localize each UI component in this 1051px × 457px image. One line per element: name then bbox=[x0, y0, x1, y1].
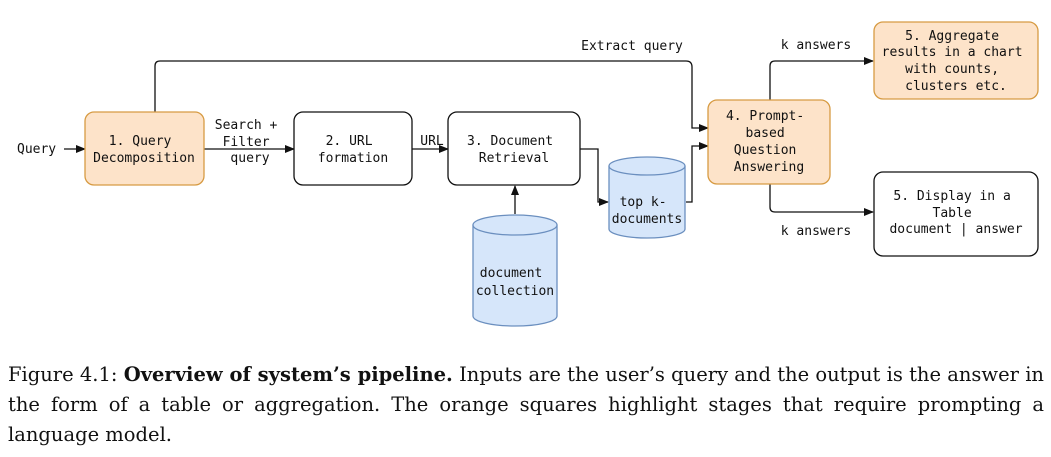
figure-caption: Figure 4.1: Overview of system’s pipelin… bbox=[8, 360, 1044, 450]
node-url-formation: 2. URL formation bbox=[293, 111, 413, 186]
edge-extract-query bbox=[154, 60, 709, 132]
node-document-collection: document collection bbox=[472, 214, 558, 327]
node-query-decomposition: 1. Query Decomposition bbox=[84, 111, 205, 186]
query-input-label: Query bbox=[17, 142, 56, 157]
caption-prefix: Figure 4.1: bbox=[8, 363, 124, 386]
caption-body: Inputs are the user’s query and the outp… bbox=[8, 363, 1044, 446]
node-prompt-qa: 4. Prompt- based Question Answering bbox=[707, 99, 831, 185]
node-document-retrieval: 3. Document Retrieval bbox=[447, 111, 581, 186]
caption-title: Overview of system’s pipeline. bbox=[123, 363, 453, 386]
edge-qa-to-table bbox=[769, 184, 874, 216]
k-answers-top-label: k answers bbox=[781, 38, 851, 53]
edge-retrieval-to-topk bbox=[580, 148, 609, 206]
svg-text:3. Document Retrieval: 3. Document Retrieval bbox=[467, 134, 561, 166]
node-aggregate-results: 5. Aggregate results in a chart with cou… bbox=[873, 21, 1039, 100]
edge-qa-to-aggregate bbox=[769, 57, 874, 100]
svg-text:5. Display in a Table: 5. Display in a Table document | answer bbox=[889, 189, 1022, 237]
search-filter-label: Search + Filter query bbox=[215, 118, 285, 166]
extract-query-label: Extract query bbox=[581, 39, 683, 54]
pipeline-diagram: Query Search + Filter query URL Extract … bbox=[17, 21, 1039, 327]
svg-text:document collection: document collection bbox=[476, 266, 554, 299]
svg-text:top k- documents: top k- documents bbox=[612, 195, 682, 227]
svg-text:5. Aggregate results in: 5. Aggregate results in a chart with cou… bbox=[882, 29, 1031, 94]
svg-text:4. Prompt- based Q: 4. Prompt- based Question Answering bbox=[726, 109, 812, 175]
node-top-k-documents: top k- documents bbox=[608, 156, 686, 239]
k-answers-bottom-label: k answers bbox=[781, 224, 851, 239]
svg-text:1. Query Decomposition: 1. Query Decomposition bbox=[93, 134, 195, 166]
node-display-table: 5. Display in a Table document | answer bbox=[873, 171, 1039, 257]
svg-text:2. URL formation: 2. URL formation bbox=[318, 134, 388, 166]
edge-topk-to-qa bbox=[686, 142, 709, 203]
url-edge-label: URL bbox=[420, 134, 444, 149]
